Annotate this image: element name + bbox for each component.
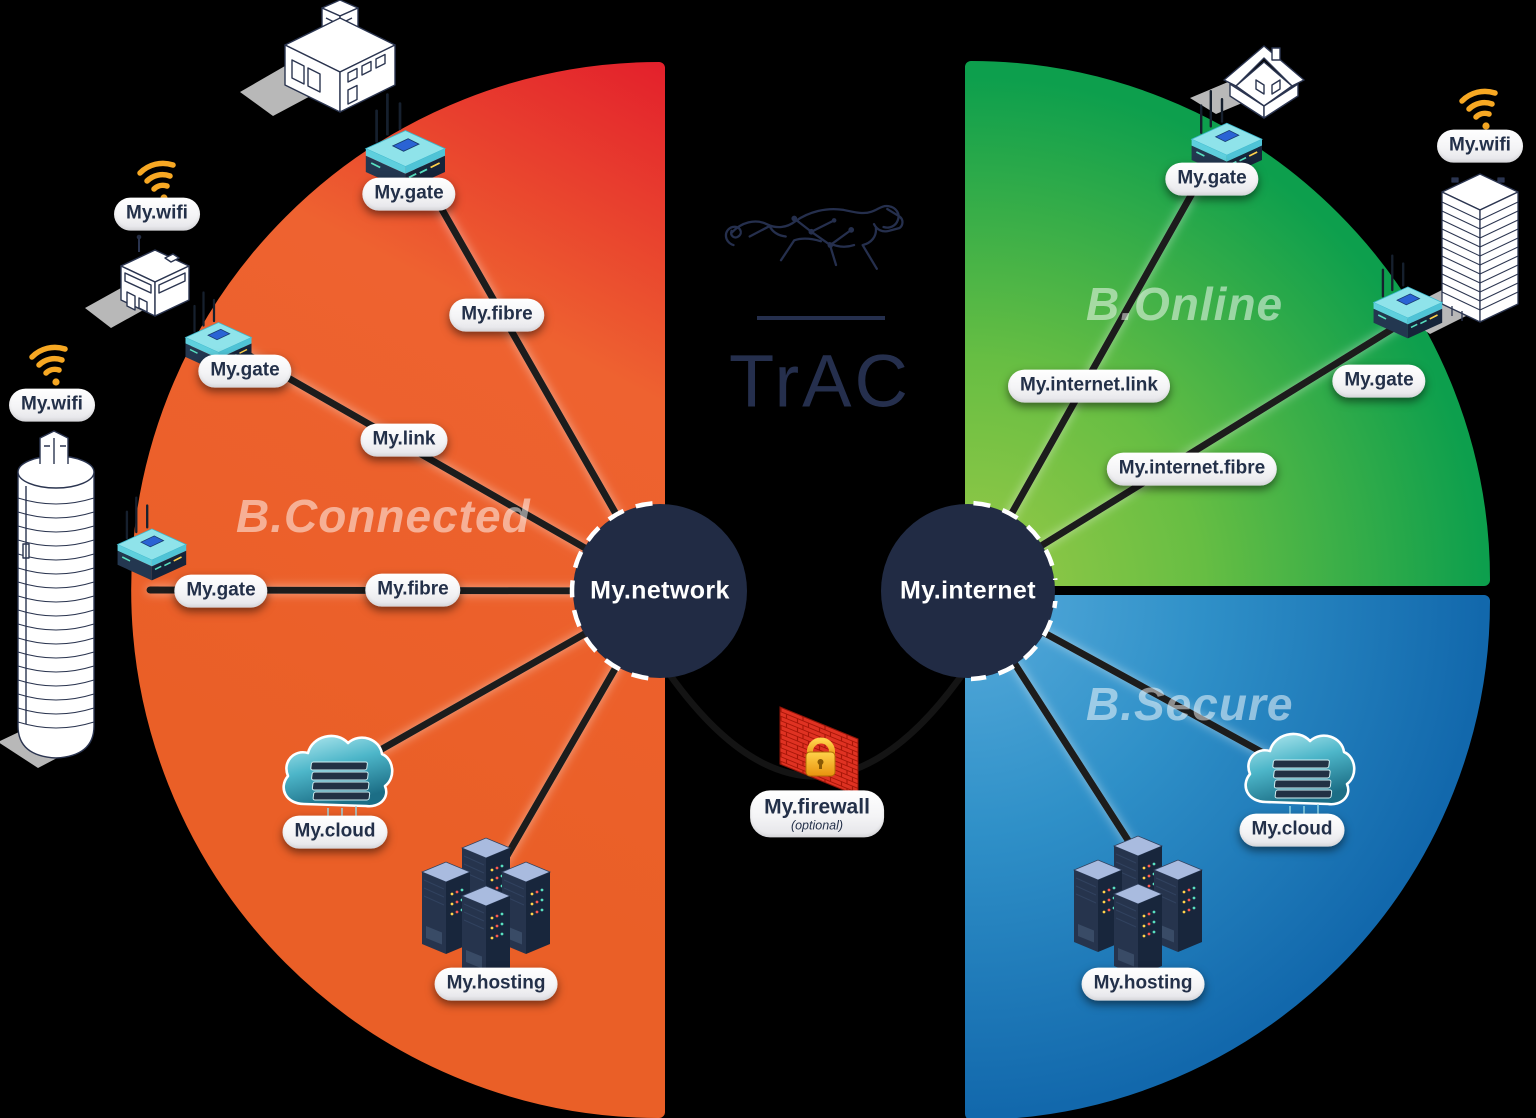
hub-internet-label: My.internet <box>900 576 1036 605</box>
gate-label: My.gate <box>362 177 456 211</box>
zone-title-secure: B.Secure <box>1086 678 1294 730</box>
firewall-label-text: My.firewall <box>764 795 870 819</box>
gate-label: My.gate <box>198 354 292 388</box>
hosting-label: My.hosting <box>1081 967 1205 1001</box>
firewall-note: (optional) <box>790 818 844 833</box>
gate-label: My.gate <box>174 574 268 608</box>
zone-title-connected: B.Connected <box>236 490 531 542</box>
cheetah-logo-icon <box>724 204 904 270</box>
link-type-label: My.fibre <box>365 573 461 607</box>
wifi-label: My.wifi <box>9 388 95 422</box>
hub-network-label: My.network <box>590 576 730 605</box>
link-type-label: My.link <box>360 423 448 457</box>
wifi-icon <box>140 163 173 201</box>
gate-label: My.gate <box>1332 364 1426 398</box>
brand-name: TrAC <box>729 339 911 423</box>
link-type-label: My.internet.fibre <box>1106 452 1278 486</box>
cloud-label: My.cloud <box>282 815 388 849</box>
wifi-label: My.wifi <box>114 197 200 231</box>
gate-label: My.gate <box>1165 162 1259 196</box>
cloud-label: My.cloud <box>1239 813 1345 847</box>
factory-building-icon <box>239 0 396 117</box>
wifi-icon <box>32 347 65 385</box>
house-building-icon <box>1189 45 1305 119</box>
firewall-label: My.firewall (optional) <box>750 790 884 838</box>
wifi-label: My.wifi <box>1437 129 1523 163</box>
silo-building-icon <box>0 430 95 769</box>
hosting-label: My.hosting <box>434 967 558 1001</box>
brand-divider <box>757 316 885 320</box>
firewall-icon <box>779 706 859 797</box>
zone-online-shape <box>965 61 1490 586</box>
zone-title-online: B.Online <box>1086 278 1284 330</box>
hub-network-circle <box>569 500 747 682</box>
link-type-label: My.internet.link <box>1008 369 1170 403</box>
office-building-icon <box>84 234 190 329</box>
link-type-label: My.fibre <box>449 298 545 332</box>
wifi-icon <box>1462 91 1495 129</box>
